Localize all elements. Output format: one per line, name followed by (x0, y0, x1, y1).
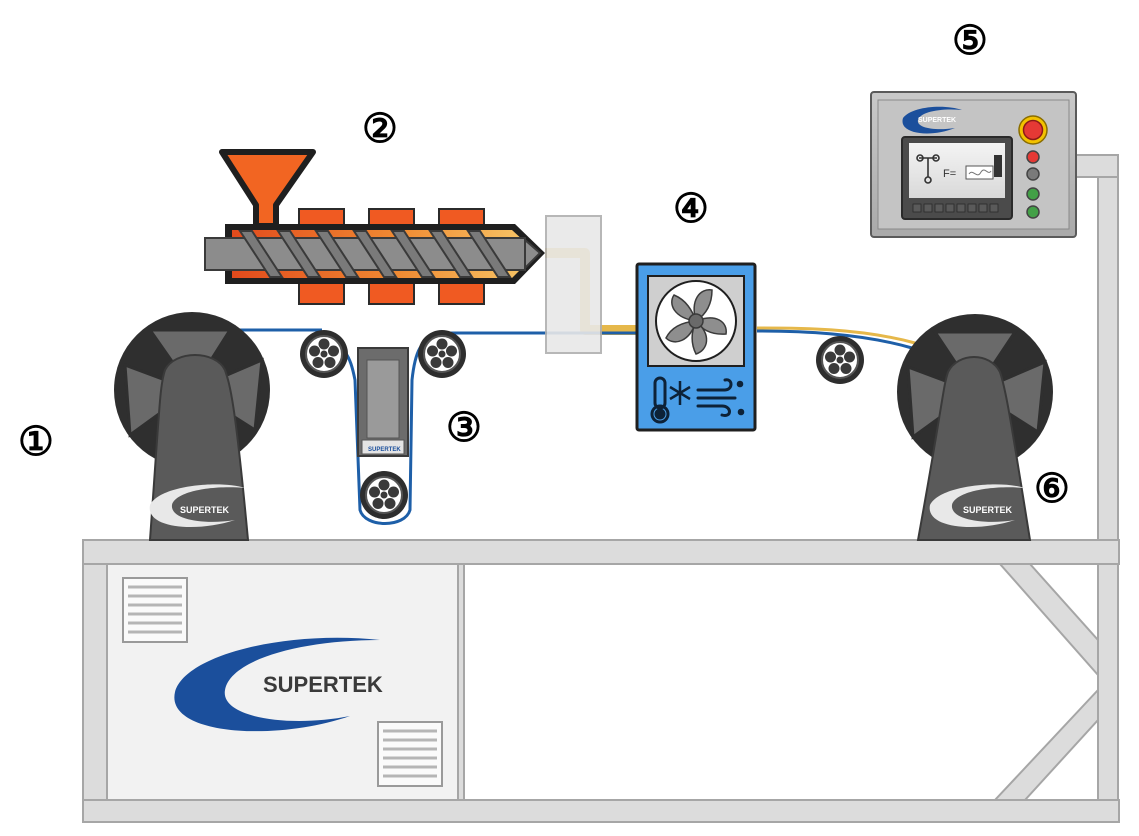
hopper (219, 149, 316, 229)
fan-icon (655, 280, 737, 362)
dancer-brand-text: SUPERTEK (368, 447, 401, 453)
red-indicator-button[interactable] (1026, 150, 1040, 164)
label-4: ④ (673, 185, 709, 232)
green-start-button[interactable] (1026, 205, 1040, 219)
tension-loop: SUPERTEK (299, 329, 467, 520)
label-2: ② (362, 105, 398, 152)
emergency-stop-button[interactable] (1018, 115, 1048, 145)
bottom-rail (82, 799, 1120, 823)
cabinet-brand-text: SUPERTEK (263, 672, 383, 697)
roller-left (299, 329, 349, 379)
nozzle-block (545, 215, 602, 354)
table-top (82, 539, 1120, 565)
wind-icon (696, 378, 745, 417)
takeup-spool: SUPERTEK (897, 314, 1053, 541)
electrical-cabinet: SUPERTEK (106, 563, 459, 801)
screen-formula: F= (943, 168, 956, 180)
vent-bottom (377, 721, 443, 787)
gray-indicator-button[interactable] (1026, 167, 1040, 181)
feed-spool: SUPERTEK (114, 312, 270, 541)
label-3: ③ (446, 404, 482, 451)
roller-dancer (359, 470, 409, 520)
control-panel: SUPERTEK F= (870, 91, 1077, 238)
cabinet-logo: SUPERTEK (174, 637, 383, 732)
right-post (1097, 154, 1119, 816)
screen-value-box (965, 165, 994, 180)
swoosh-icon (902, 106, 962, 134)
cooling-unit (635, 262, 757, 432)
swoosh-icon (929, 484, 1025, 528)
panel-arm (1074, 154, 1119, 178)
stand-brand-text: SUPERTEK (963, 505, 1013, 515)
label-5: ⑤ (952, 17, 988, 64)
swoosh-icon (149, 484, 245, 528)
brace-lower (992, 687, 1099, 801)
extruder (204, 149, 602, 354)
snowflake-icon (669, 381, 691, 405)
brace-upper (997, 563, 1099, 678)
screw-flights (238, 230, 512, 278)
panel-brand-text: SUPERTEK (918, 117, 956, 124)
left-post (82, 563, 108, 801)
label-1: ① (18, 418, 54, 465)
roller-guide (815, 335, 865, 385)
roller-right (417, 329, 467, 379)
screen-keys (912, 203, 999, 213)
machine-frame (82, 154, 1120, 823)
stand-brand-text: SUPERTEK (180, 505, 230, 515)
swoosh-icon (174, 637, 380, 732)
vent-top (122, 577, 188, 643)
label-6: ⑥ (1034, 465, 1070, 512)
thermometer-icon (650, 376, 670, 424)
green-indicator-button[interactable] (1026, 187, 1040, 201)
screen-dancer-icon (916, 154, 940, 184)
